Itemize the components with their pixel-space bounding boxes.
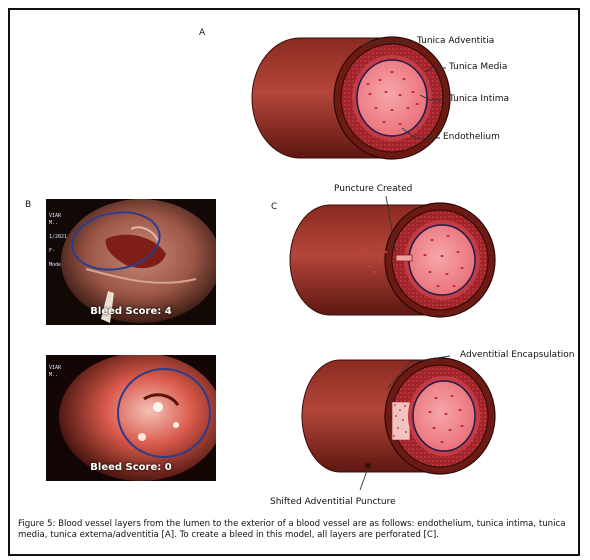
label-puncture-created: Puncture Created	[334, 184, 412, 194]
panel-label-a: A	[199, 28, 205, 38]
label-adventitial-encapsulation: Adventitial Encapsulation	[460, 350, 574, 360]
vessel-c-bottom	[302, 356, 495, 490]
panel-label-b: B	[25, 200, 31, 210]
vessel-a	[252, 37, 450, 159]
bleed-score-top: Bleed Score: 4	[46, 306, 216, 317]
label-tunica-adventitia: Tunica Adventitia	[417, 36, 494, 46]
label-tunica-media: Tunica Media	[449, 62, 507, 72]
label-tunica-intima: Tunica Intima	[449, 94, 509, 104]
endoscopy-metadata: VIARM..1/2021F-Mode	[49, 213, 67, 269]
bleed-score-bottom: Bleed Score: 0	[46, 462, 216, 473]
label-endothelium: Endothelium	[443, 132, 500, 142]
label-shifted-adventitial-puncture: Shifted Adventitial Puncture	[270, 497, 396, 507]
figure-caption: Figure 5: Blood vessel layers from the l…	[18, 519, 574, 541]
endoscopy-metadata-bottom: VIARM..	[49, 365, 61, 400]
panel-label-c: C	[271, 202, 277, 212]
vessel-c-top	[290, 196, 495, 317]
endoscopy-image-bleed-0: VIARM.. Bleed Score: 0	[46, 355, 216, 481]
endoscopy-image-bleed-4: VIARM..1/2021F-Mode Bleed Score: 4	[46, 199, 216, 325]
